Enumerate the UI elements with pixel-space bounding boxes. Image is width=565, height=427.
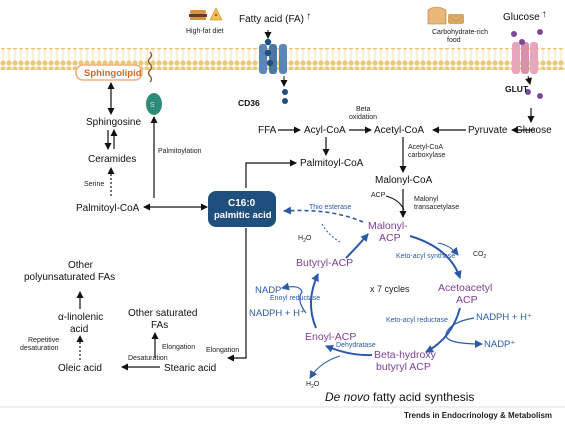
malonyl-coa-node: Malonyl-CoA xyxy=(375,175,433,186)
serine-label: Serine xyxy=(84,181,104,188)
keto-acyl-synthase-label: Keto-acyl synthase xyxy=(396,253,455,260)
glucose-inner-node: Glucose xyxy=(515,125,552,136)
dehydratase-label: Dehydratase xyxy=(336,342,376,349)
thio-esterase-label: Thio esterase xyxy=(309,204,352,211)
nadp-right-label: NADP⁺ xyxy=(484,339,515,350)
sphingolipid-badge xyxy=(75,64,143,81)
beta-hydroxy-node-1: Beta-hydroxy xyxy=(374,349,437,361)
acetoacetyl-acp-node-1: Acetoacetyl xyxy=(438,282,492,294)
acc-label-1: Acetyl-CoA xyxy=(408,144,443,151)
acyl-coa-node: Acyl-CoA xyxy=(304,125,346,136)
co2-label: CO2 xyxy=(473,251,487,260)
fatty-acid-label: Fatty acid (FA)↑ xyxy=(239,11,311,25)
acetoacetyl-acp-node-2: ACP xyxy=(456,294,478,306)
keto-acyl-reductase-label: Keto-acyl reductase xyxy=(386,317,448,324)
membrane-protein-label: S xyxy=(150,102,155,109)
stearic-acid-node: Stearic acid xyxy=(164,363,216,374)
sphingosine-node: Sphingosine xyxy=(86,117,141,128)
cd36-channel-icon xyxy=(259,30,288,104)
repetitive-label-1: Repetitive xyxy=(28,337,59,344)
water-top-label: H2O xyxy=(298,235,312,244)
glucose-label: Glucose↑ xyxy=(503,9,547,23)
membrane-protein-icon xyxy=(146,93,162,115)
repetitive-label-2: desaturation xyxy=(20,345,59,352)
ceramides-node: Ceramides xyxy=(88,154,136,165)
water-bottom-label: H2O xyxy=(306,381,320,390)
de-novo-title: De novo fatty acid synthesis xyxy=(325,390,474,404)
palmitoyl-coa-mid-node: Palmitoyl-CoA xyxy=(300,158,364,169)
beta-oxidation-label-2: oxidation xyxy=(349,114,377,121)
food-icon xyxy=(189,7,223,21)
other-pufa-node-2: polyunsaturated FAs xyxy=(24,272,115,283)
elongation-small-label: Elongation xyxy=(162,344,195,351)
other-saturated-node-2: FAs xyxy=(151,320,168,331)
palmitic-acid-line1: C16:0 xyxy=(228,198,256,209)
ffa-node: FFA xyxy=(258,125,277,136)
mt-label-1: Malonyl xyxy=(414,196,439,203)
carb-food-label-1: Carbohydrate-rich xyxy=(432,29,488,36)
other-pufa-node-1: Other xyxy=(68,260,94,271)
journal-credit: Trends in Endocrinology & Metabolism xyxy=(404,411,552,420)
oleic-acid-node: Oleic acid xyxy=(58,363,102,374)
lipid-anchor-icon xyxy=(147,51,153,83)
malonyl-acp-node-1: Malonyl- xyxy=(368,220,408,232)
palmitic-acid-box xyxy=(208,191,276,227)
alpha-linolenic-node-1: α-linolenic xyxy=(58,312,103,323)
nadph-left-label: NADPH + H⁺ xyxy=(249,308,305,319)
nadph-right-label: NADPH + H⁺ xyxy=(476,312,532,323)
other-saturated-node-1: Other saturated xyxy=(128,308,197,319)
alpha-linolenic-node-2: acid xyxy=(70,324,88,335)
malonyl-acp-node-2: ACP xyxy=(379,232,401,244)
beta-oxidation-label-1: Beta xyxy=(356,106,371,113)
acetyl-coa-node: Acetyl-CoA xyxy=(374,125,424,136)
cycles-label: x 7 cycles xyxy=(370,284,410,294)
glut-channel-icon xyxy=(511,29,543,99)
nadp-left-label: NADP⁺ xyxy=(255,285,286,296)
acp-label: ACP xyxy=(371,192,386,199)
enoyl-reductase-label: Enoyl reductase xyxy=(270,295,320,302)
butyryl-acp-node: Butyryl-ACP xyxy=(296,257,353,269)
elongation-main-label: Elongation xyxy=(206,347,239,354)
pyruvate-node: Pyruvate xyxy=(468,125,508,136)
high-fat-diet-label: High-fat diet xyxy=(186,28,224,35)
glut-label: GLUT xyxy=(505,84,529,94)
palmitoylation-label: Palmitoylation xyxy=(158,148,202,155)
carb-food-label-2: food xyxy=(447,37,461,44)
enoyl-acp-node: Enoyl-ACP xyxy=(305,331,356,343)
acc-label-2: carboxylase xyxy=(408,152,445,159)
palmitic-acid-line2: palmitic acid xyxy=(214,210,272,221)
cd36-label: CD36 xyxy=(238,98,260,108)
palmitoyl-coa-left-node: Palmitoyl-CoA xyxy=(76,203,140,214)
mt-label-2: transacetylase xyxy=(414,204,459,211)
desaturation-label: Desaturation xyxy=(128,355,168,362)
sphingolipid-label: Sphingolipid xyxy=(84,68,142,79)
bread-icon xyxy=(427,6,464,25)
beta-hydroxy-node-2: butyryl ACP xyxy=(376,361,431,373)
